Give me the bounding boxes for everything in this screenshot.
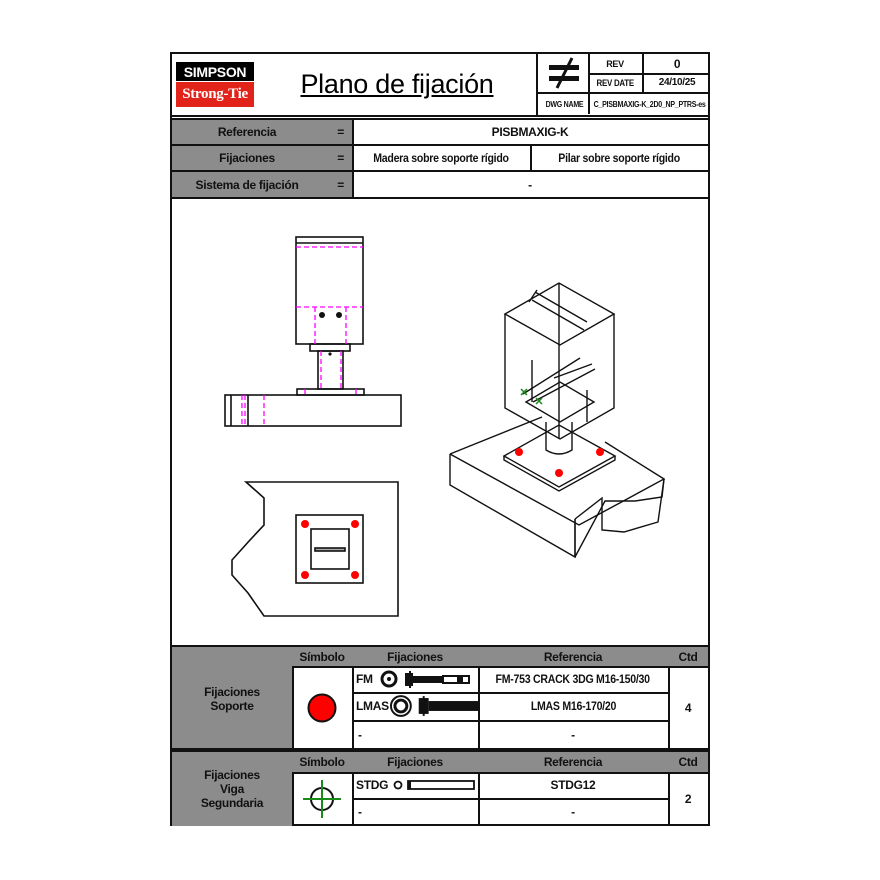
soporte-col-simbolo: Símbolo: [292, 647, 354, 668]
plan-anchors: [301, 520, 359, 579]
lmas-anchor-icon: [389, 695, 478, 717]
dwg-name-value: C_PISBMAXIG-K_2D0_NP_PTRS-es: [588, 94, 710, 114]
plan-view: [231, 481, 399, 617]
rev-date-value: 24/10/25: [644, 73, 710, 94]
viga-row-2-referencia: -: [478, 798, 670, 826]
soporte-row-3-fijacion: -: [352, 720, 480, 750]
fijaciones-value-2: Pilar sobre soporte rígido: [530, 144, 708, 172]
header-divider: [172, 115, 708, 119]
sistema-label-cell: Sistema de fijación =: [172, 170, 354, 199]
viga-col-referencia: Referencia: [478, 752, 670, 774]
technical-drawing: [224, 236, 666, 617]
fijaciones-label-cell: Fijaciones =: [172, 144, 354, 172]
rev-date-label: REV DATE: [588, 73, 644, 94]
page-title: Plano de fijación: [300, 68, 494, 99]
sistema-value: -: [352, 170, 708, 199]
soporte-row-1-referencia: FM-753 CRACK 3DG M16-150/30: [478, 666, 670, 694]
table-divider-2: [172, 748, 708, 752]
fm-anchor-icon: [380, 670, 470, 688]
not-equal-icon: [549, 57, 579, 89]
drawing-sheet: SIMPSON Strong-Tie Plano de fijación REV…: [170, 52, 710, 826]
table-divider: [172, 645, 708, 648]
logo-simpson: SIMPSON: [176, 62, 254, 81]
soporte-row-2-fijacion: LMAS: [352, 692, 480, 722]
soporte-group-label: Fijaciones Soporte: [172, 647, 294, 750]
soporte-col-ctd: Ctd: [668, 647, 708, 668]
fijaciones-value-1: Madera sobre soporte rígido: [352, 144, 532, 172]
logo-strong-tie: Strong-Tie: [176, 82, 254, 107]
hidden-lines: [241, 246, 363, 426]
viga-row-1-referencia: STDG12: [478, 772, 670, 800]
viga-group-label: Fijaciones Viga Segundaria: [172, 752, 294, 826]
iso-anchors: [515, 448, 604, 477]
soporte-row-2-referencia: LMAS M16-170/20: [478, 692, 670, 722]
viga-ctd: 2: [684, 792, 692, 806]
soporte-symbol-cell: [292, 666, 354, 750]
viga-row-1-fijacion: STDG: [352, 772, 480, 800]
iso-screws: [520, 388, 543, 405]
isometric-view: [449, 282, 666, 559]
soporte-col-fijaciones: Fijaciones: [352, 647, 480, 668]
dwg-name-label: DWG NAME: [545, 99, 583, 109]
referencia-value: PISBMAXIG-K: [352, 118, 708, 146]
title-block: REV 0 REV DATE 24/10/25 DWG NAME C_PISBM…: [536, 54, 710, 115]
viga-col-fijaciones: Fijaciones: [352, 752, 480, 774]
soporte-row-1-fijacion: FM: [352, 666, 480, 694]
viga-symbol-cell: [292, 772, 354, 826]
viga-col-ctd: Ctd: [668, 752, 708, 774]
crosshair-screw-symbol-icon: [303, 780, 341, 818]
screw-marks-front: [319, 312, 342, 356]
not-equal-symbol-cell: [538, 54, 590, 94]
red-anchor-symbol-icon: [307, 693, 337, 723]
referencia-label-cell: Referencia =: [172, 118, 354, 146]
viga-row-2-fijacion: -: [352, 798, 480, 826]
front-elevation: [224, 236, 402, 427]
stdg-dowel-icon: [393, 780, 476, 790]
viga-col-simbolo: Símbolo: [292, 752, 354, 774]
rev-label: REV: [588, 54, 644, 75]
soporte-col-referencia: Referencia: [478, 647, 670, 668]
soporte-row-3-referencia: -: [478, 720, 670, 750]
soporte-ctd: 4: [684, 701, 692, 715]
rev-value: 0: [644, 54, 710, 75]
